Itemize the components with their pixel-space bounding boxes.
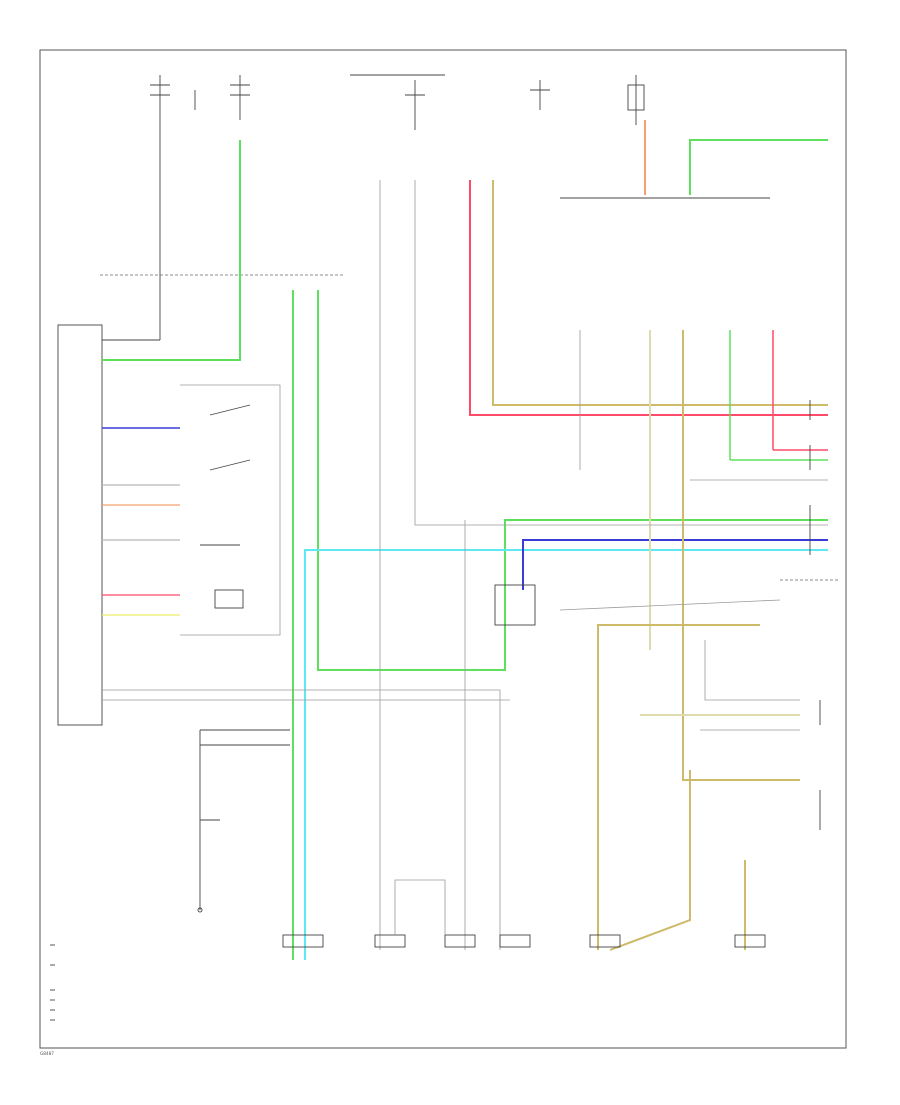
gray-wire-2: [414, 180, 828, 526]
cyan-bus: [304, 549, 828, 960]
tan-lower-1: [597, 624, 760, 950]
tan-lower-2: [609, 770, 691, 951]
diagram-frame: [39, 49, 847, 1049]
green-feed-left: [102, 140, 241, 361]
center-switch: [494, 584, 536, 626]
green-feed-top-right: [689, 139, 828, 195]
gray-wire-4: [102, 689, 501, 950]
green-bus-vertical-2: [317, 290, 828, 671]
bottom-connectors: [282, 879, 766, 948]
lower-left-relays: [197, 729, 290, 913]
legend: [50, 944, 55, 1021]
fuse-block-1: [150, 75, 196, 120]
fuse-block-5: [627, 75, 645, 125]
fuse-block-3: [350, 74, 445, 130]
right-terminals: [780, 400, 840, 830]
tan-feed: [492, 180, 828, 406]
gray-wire-8: [559, 599, 781, 611]
red-feed: [469, 180, 828, 416]
fuse-block-2: [230, 75, 250, 120]
footer-code: G8487: [40, 1051, 54, 1056]
gray-wire-9: [704, 640, 800, 701]
left-chain: [57, 120, 345, 726]
switch-box: [180, 384, 281, 636]
tan-vertical-1: [682, 330, 800, 781]
fuse-block-4: [530, 80, 550, 110]
blue-feed: [522, 539, 828, 590]
